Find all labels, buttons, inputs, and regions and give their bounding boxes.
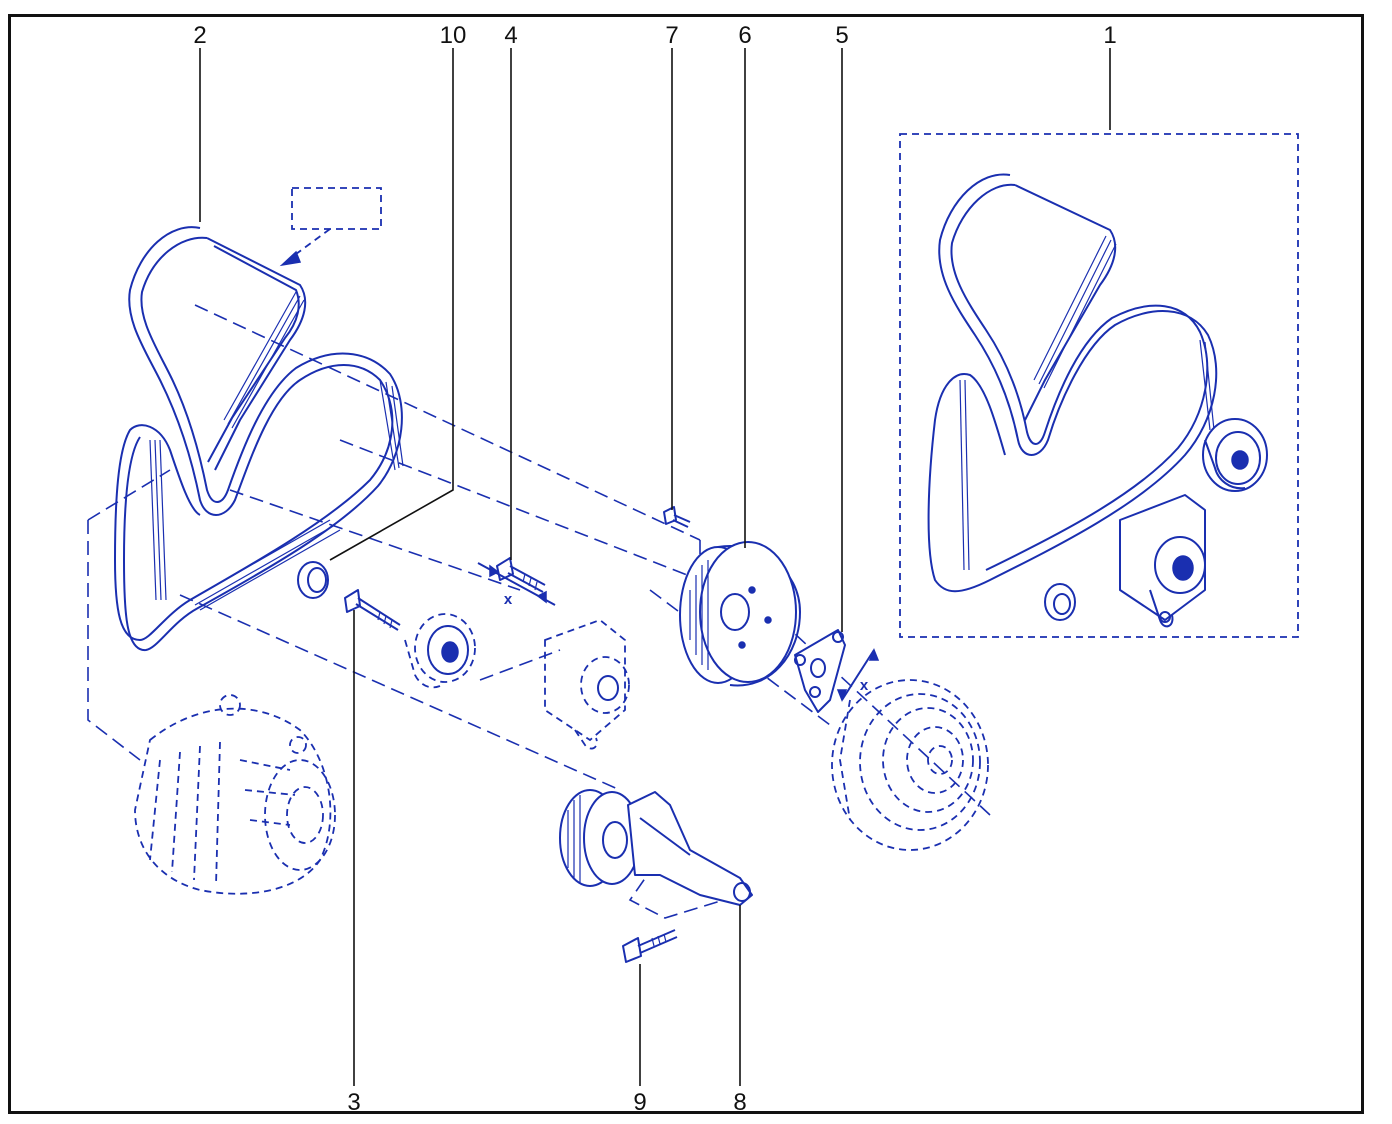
callout-2: 2 [193,22,206,49]
bolt-tensioner-mount [622,929,678,963]
bolt-small [663,506,691,528]
reference-box [279,187,382,267]
cap-seal [297,561,329,599]
bolt-long [344,589,401,631]
dimension-x-right: x [836,647,880,703]
kit-tensioner [1119,494,1206,628]
callout-7: 7 [665,22,678,49]
tensioner-ghost [544,618,630,750]
leader-lines [199,48,1111,1086]
callout-10: 10 [440,22,467,49]
alternator-ghost [134,694,336,895]
callout-8: 8 [733,1089,746,1116]
tensioner-assembly [559,789,753,906]
belt-ribs-a [149,291,404,611]
callout-labels: 2 10 4 7 6 5 1 3 9 8 [193,22,1116,1116]
callout-5: 5 [835,22,848,49]
kit-belt-ribs [959,235,1215,571]
dimension-x-left-label: x [504,591,513,608]
callout-4: 4 [504,22,517,49]
mounting-bracket [794,629,846,713]
callout-3: 3 [347,1089,360,1116]
kit-box [899,133,1299,638]
kit-seal [1044,583,1076,621]
alignment-axes [87,304,991,919]
callout-1: 1 [1103,22,1116,49]
kit-belt [927,173,1218,593]
callout-9: 9 [633,1089,646,1116]
crank-damper-ghost [831,679,989,851]
callout-6: 6 [738,22,751,49]
pump-pulley [679,541,801,687]
dimension-x-right-label: x [860,677,869,694]
kit-idler-pulley [1202,418,1268,492]
dimension-x-left: x [477,562,556,608]
drive-belt-main [114,226,404,652]
idler-pulley-ghost [404,613,476,689]
